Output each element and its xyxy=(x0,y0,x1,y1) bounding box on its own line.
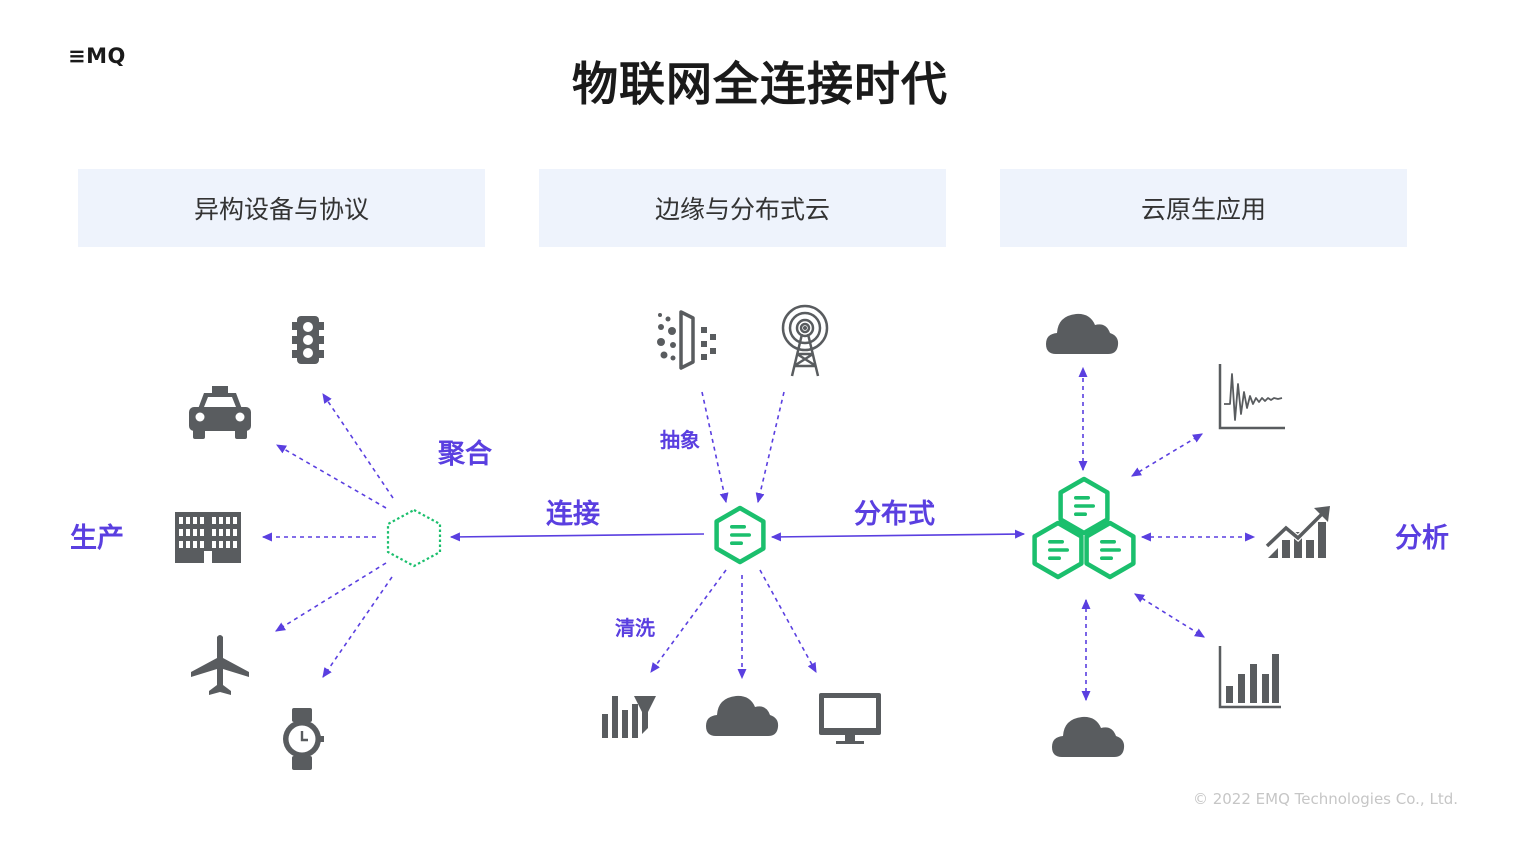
cloud-icon xyxy=(1046,313,1119,354)
emqx-hexagon-icon xyxy=(717,508,764,562)
label-distributed: 分布式 xyxy=(854,499,935,530)
data-filter-icon xyxy=(657,310,716,370)
taxi-icon xyxy=(189,386,251,439)
label-connect: 连接 xyxy=(546,499,600,530)
panel-label: 异构设备与协议 xyxy=(193,195,369,224)
watch-icon xyxy=(283,708,324,770)
emqx-cluster-icon xyxy=(1035,479,1134,577)
emq-logo: ≡MQ xyxy=(68,44,126,68)
cloud-icon xyxy=(1052,716,1125,757)
growth-chart-icon xyxy=(1264,506,1330,558)
traffic-light-icon xyxy=(292,316,324,364)
label-clean: 清洗 xyxy=(615,616,655,640)
chart-filter-icon xyxy=(602,696,656,738)
cloud-icon xyxy=(706,695,779,736)
bar-chart-icon xyxy=(1218,646,1281,709)
wave-chart-icon xyxy=(1218,364,1285,430)
aggregation-hexagon xyxy=(386,508,442,568)
panel-devices: 异构设备与协议 xyxy=(78,169,485,247)
antenna-tower-icon xyxy=(781,304,829,377)
page-title: 物联网全连接时代 xyxy=(572,57,948,111)
airplane-icon xyxy=(191,635,249,695)
copyright: © 2022 EMQ Technologies Co., Ltd. xyxy=(1192,790,1458,808)
panel-cloud-native: 云原生应用 xyxy=(1000,169,1407,247)
building-icon xyxy=(175,512,241,563)
panel-edge: 边缘与分布式云 xyxy=(539,169,946,247)
panel-label: 边缘与分布式云 xyxy=(654,195,830,224)
monitor-icon xyxy=(819,693,881,744)
label-aggregate: 聚合 xyxy=(438,439,492,470)
label-abstract: 抽象 xyxy=(660,428,700,452)
label-produce: 生产 xyxy=(70,523,124,554)
label-analyze: 分析 xyxy=(1395,523,1449,554)
panel-label: 云原生应用 xyxy=(1140,195,1266,224)
